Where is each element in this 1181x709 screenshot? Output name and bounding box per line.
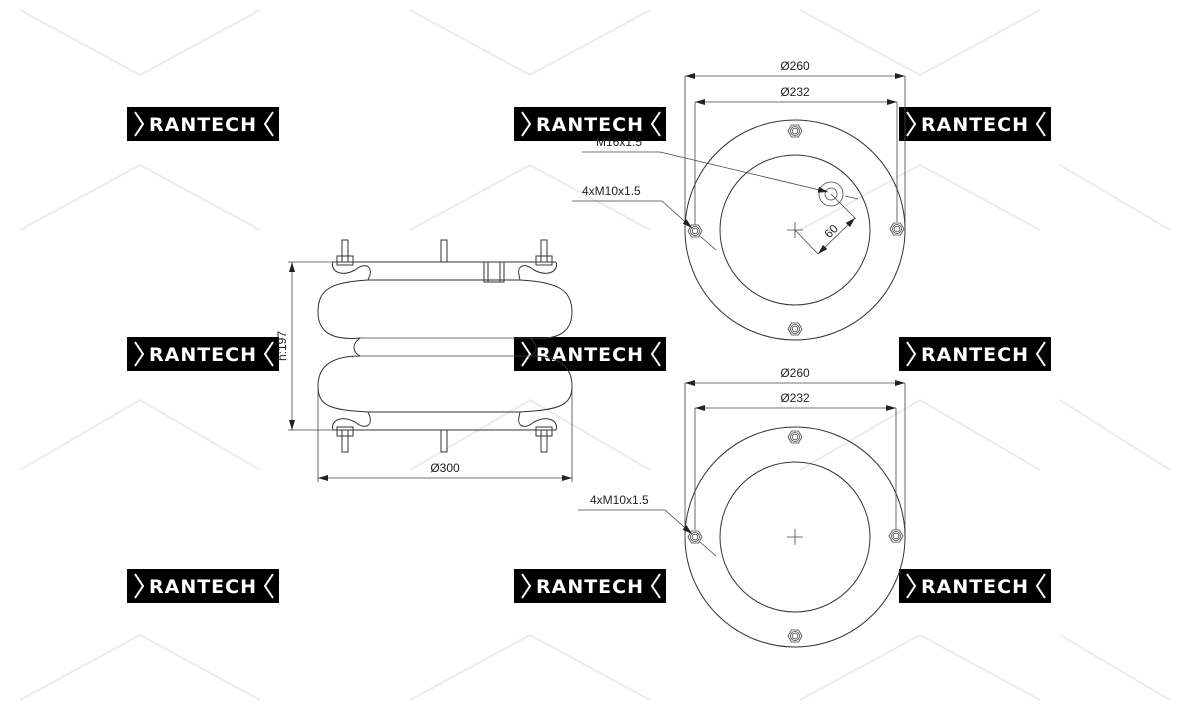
height-label: h:197 bbox=[275, 331, 289, 361]
side-view: h:197 Ø300 bbox=[275, 239, 573, 482]
svg-text:RANTECH: RANTECH bbox=[149, 344, 257, 366]
diameter-dimension: Ø300 bbox=[317, 386, 573, 482]
svg-text:RANTECH: RANTECH bbox=[921, 576, 1029, 598]
top-view: Ø260 Ø232 M16x1.5 4xM10x1.5 60 bbox=[572, 59, 906, 341]
watermark-logo: RANTECH bbox=[513, 106, 667, 142]
svg-text:RANTECH: RANTECH bbox=[149, 114, 257, 136]
svg-text:RANTECH: RANTECH bbox=[921, 344, 1029, 366]
bellows bbox=[317, 279, 573, 413]
bolt-thread-label: 4xM10x1.5 bbox=[582, 184, 641, 198]
svg-text:RANTECH: RANTECH bbox=[921, 114, 1029, 136]
watermark-logo: RANTECH bbox=[898, 336, 1052, 372]
outer-diameter-label: Ø260 bbox=[780, 366, 810, 380]
offset-label: 60 bbox=[821, 221, 841, 241]
watermark-logo: RANTECH bbox=[898, 568, 1052, 604]
watermark-logo: RANTECH bbox=[126, 106, 280, 142]
height-dimension: h:197 bbox=[275, 261, 336, 431]
watermark-pattern bbox=[19, 9, 1171, 701]
diameter-label: Ø300 bbox=[430, 461, 460, 475]
watermark-grid: RANTECH RANTECH RANTECH RANTECH RANTECH … bbox=[126, 106, 1052, 604]
svg-text:RANTECH: RANTECH bbox=[536, 114, 644, 136]
svg-text:RANTECH: RANTECH bbox=[149, 576, 257, 598]
watermark-logo: RANTECH bbox=[898, 106, 1052, 142]
svg-text:RANTECH: RANTECH bbox=[536, 344, 644, 366]
bottom-view: Ø260 Ø232 4xM10x1.5 bbox=[578, 366, 906, 648]
watermark-logo: RANTECH bbox=[513, 568, 667, 604]
svg-text:RANTECH: RANTECH bbox=[536, 576, 644, 598]
watermark-logo: RANTECH bbox=[126, 568, 280, 604]
outer-diameter-label: Ø260 bbox=[780, 59, 810, 73]
center-thread-label: M16x1.5 bbox=[596, 135, 642, 149]
bolt-thread-label: 4xM10x1.5 bbox=[590, 493, 649, 507]
watermark-logo: RANTECH bbox=[513, 336, 667, 372]
bead-plates bbox=[331, 261, 558, 431]
bolt-circle-label: Ø232 bbox=[780, 391, 810, 405]
watermark-logo: RANTECH bbox=[126, 336, 280, 372]
bolt-circle-label: Ø232 bbox=[780, 85, 810, 99]
